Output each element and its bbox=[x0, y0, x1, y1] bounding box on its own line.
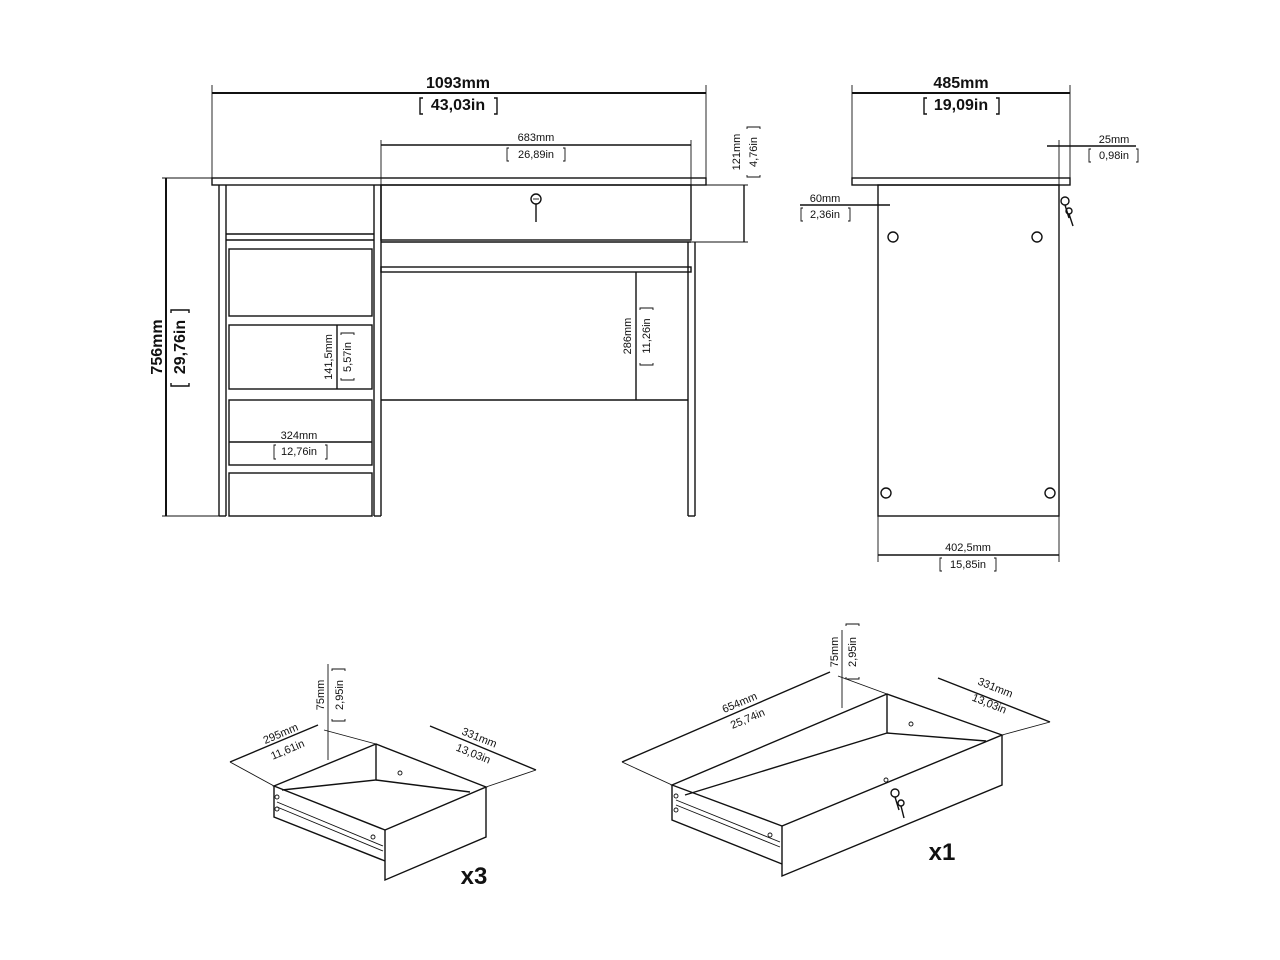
dim-side-drawer-width: 324mm 12,76in bbox=[229, 430, 372, 460]
depth-mm: 485mm bbox=[933, 75, 988, 92]
side-tabletop bbox=[851, 177, 1071, 186]
side-drawer-height-in: 5,57in bbox=[342, 342, 354, 372]
dim-center-drawer-height: 121mm 4,76in bbox=[691, 126, 761, 243]
cam-hole bbox=[887, 231, 899, 243]
center-drawer-front bbox=[380, 184, 692, 241]
knee-height-in: 11,26in bbox=[641, 318, 653, 353]
dim-total-height: 756mm 29,76in bbox=[149, 177, 219, 517]
dim-front-offset: 60mm 2,36in bbox=[800, 185, 890, 222]
dim-depth: 485mm 19,09in bbox=[851, 75, 1071, 178]
key-icon bbox=[890, 788, 905, 819]
side-panel bbox=[877, 184, 1060, 517]
modesty-panel-top bbox=[380, 266, 692, 273]
side-view: 485mm 19,09in 25mm 0,98in 60mm 2,36in 40… bbox=[800, 75, 1139, 572]
depth-in: 19,09in bbox=[934, 97, 988, 114]
small-drawer-height-mm: 75mm bbox=[315, 680, 327, 711]
large-drawer-front bbox=[781, 735, 1003, 878]
cam-hole bbox=[880, 487, 892, 499]
dim-back-offset: 25mm 0,98in bbox=[1047, 134, 1139, 185]
key-icon bbox=[1060, 196, 1074, 227]
large-drawer: 75mm 2,95in 654mm 25,74in 331mm 13,03in … bbox=[621, 623, 1051, 878]
small-drawer-height-in: 2,95in bbox=[334, 680, 346, 710]
front-view: 1093mm 43,03in 683mm 26,89in 121mm 4,76i… bbox=[149, 75, 761, 517]
back-offset-mm: 25mm bbox=[1099, 134, 1130, 146]
dim-knee-height: 286mm 11,26in bbox=[622, 271, 662, 400]
leg-depth-in: 15,85in bbox=[950, 559, 986, 571]
front-tabletop bbox=[211, 177, 707, 186]
center-drawer-height-mm: 121mm bbox=[731, 134, 743, 171]
dim-total-width: 1093mm 43,03in bbox=[211, 75, 707, 178]
cam-hole bbox=[1031, 231, 1043, 243]
total-width-mm: 1093mm bbox=[426, 75, 490, 92]
side-drawer-fronts bbox=[226, 233, 374, 517]
total-height-mm: 756mm bbox=[149, 319, 166, 374]
leg-depth-mm: 402,5mm bbox=[945, 542, 991, 554]
cam-hole bbox=[1044, 487, 1056, 499]
side-drawer-width-in: 12,76in bbox=[281, 446, 317, 458]
lock-icon bbox=[530, 193, 542, 222]
large-drawer-height-in: 2,95in bbox=[847, 637, 859, 667]
side-drawer-height-mm: 141,5mm bbox=[323, 334, 335, 380]
center-drawer-width-mm: 683mm bbox=[518, 132, 555, 144]
large-drawer-quantity: x1 bbox=[929, 839, 956, 866]
dim-center-drawer-width: 683mm 26,89in bbox=[380, 132, 692, 185]
knee-height-mm: 286mm bbox=[622, 318, 634, 355]
total-height-in: 29,76in bbox=[172, 320, 189, 374]
back-offset-in: 0,98in bbox=[1099, 150, 1129, 162]
front-offset-mm: 60mm bbox=[810, 193, 841, 205]
small-drawer: 75mm 2,95in 295mm 11,61in 331mm 13,03in … bbox=[229, 664, 537, 890]
center-drawer-height-in: 4,76in bbox=[748, 137, 760, 167]
center-drawer-width-in: 26,89in bbox=[518, 149, 554, 161]
total-width-in: 43,03in bbox=[431, 97, 485, 114]
small-drawer-front bbox=[384, 787, 487, 882]
front-offset-in: 2,36in bbox=[810, 209, 840, 221]
dim-leg-depth: 402,5mm 15,85in bbox=[877, 516, 1060, 572]
large-drawer-height-mm: 75mm bbox=[829, 637, 841, 668]
dim-side-drawer-height: 141,5mm 5,57in bbox=[323, 324, 355, 390]
side-drawer-width-mm: 324mm bbox=[281, 430, 318, 442]
small-drawer-quantity: x3 bbox=[461, 863, 488, 890]
